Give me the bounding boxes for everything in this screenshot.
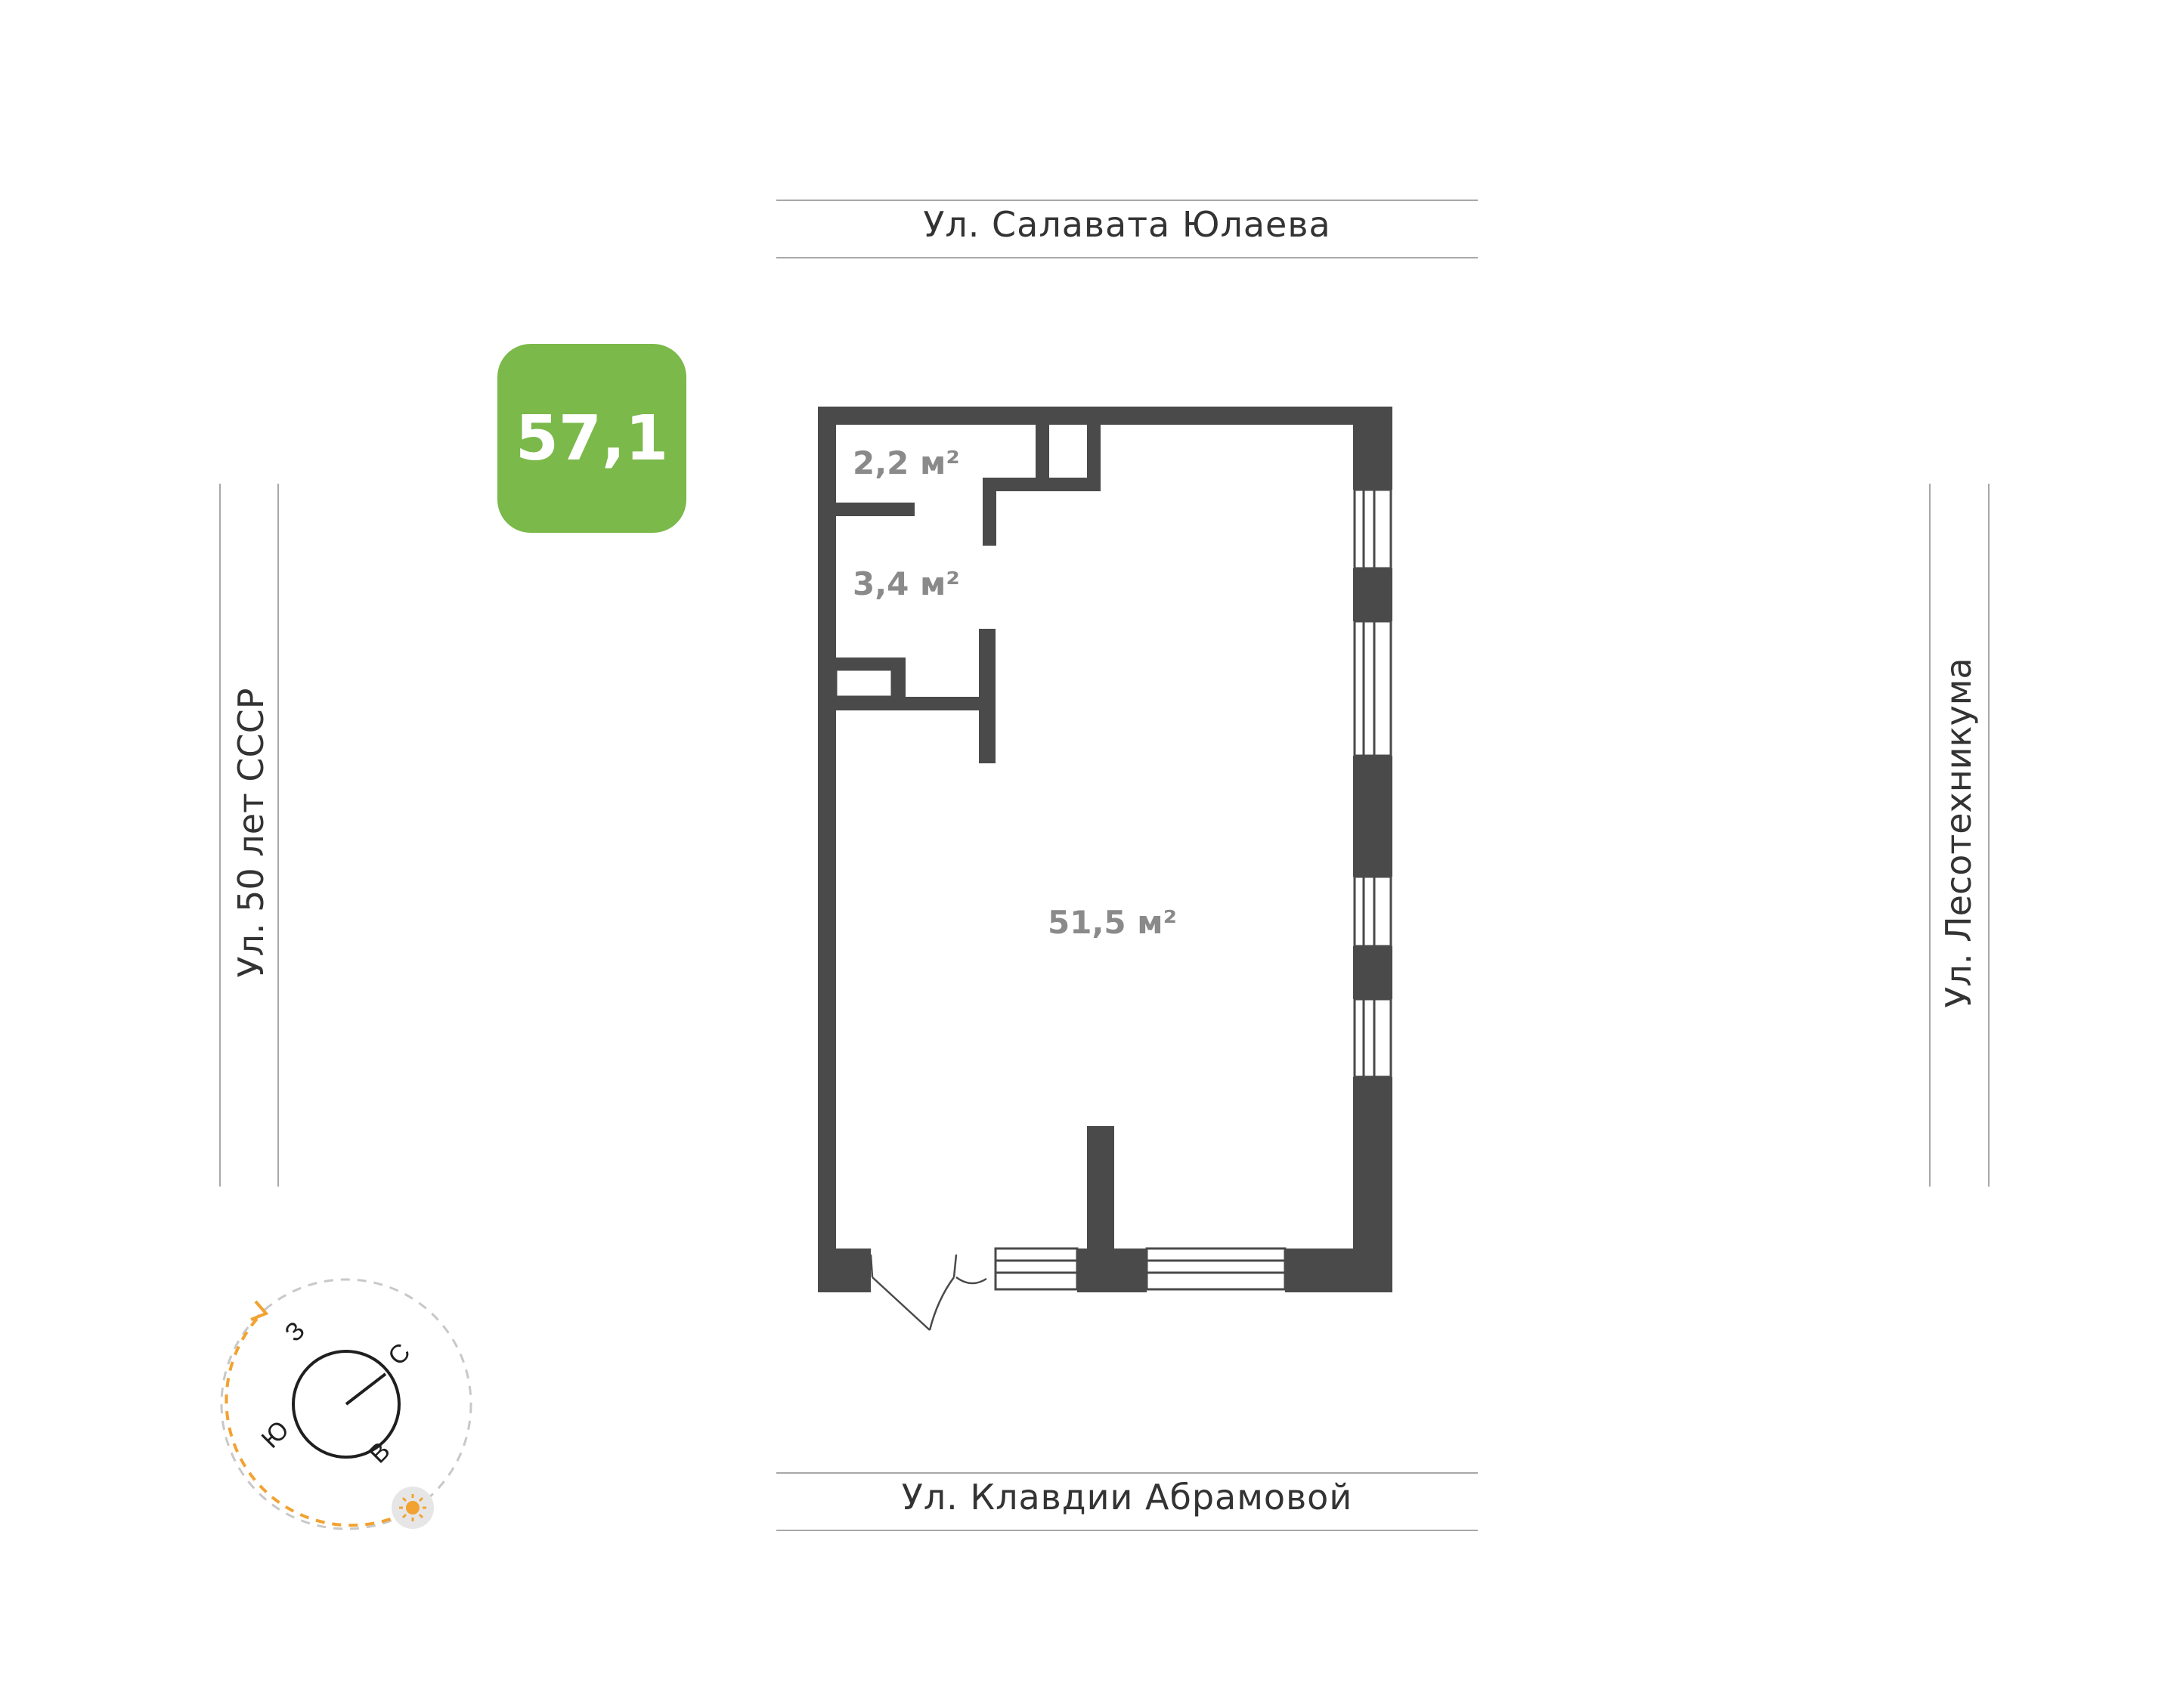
compass: З С В Ю bbox=[220, 1278, 472, 1530]
windows-bottom bbox=[994, 1247, 1287, 1291]
room-area-hall: 3,4 м² bbox=[853, 565, 960, 602]
compass-label-north: С bbox=[382, 1338, 416, 1371]
total-area-badge: 57,1 bbox=[497, 344, 686, 533]
wall-shaft-bottom bbox=[983, 478, 1101, 491]
wall-bottom-mid bbox=[1077, 1249, 1147, 1292]
sun-icon bbox=[399, 1494, 426, 1521]
wall-interior-pier bbox=[1087, 1126, 1114, 1255]
wall-right-pier-3 bbox=[1353, 946, 1392, 999]
closet-niche bbox=[835, 668, 893, 698]
street-north-line-bottom bbox=[776, 257, 1478, 258]
wall-lines bbox=[835, 668, 893, 698]
sun-path-arrow bbox=[250, 1300, 269, 1321]
room-area-main: 51,5 м² bbox=[1048, 904, 1177, 941]
wall-closet-top bbox=[836, 658, 906, 670]
street-north-line-top bbox=[776, 200, 1478, 201]
compass-label-west: З bbox=[280, 1317, 311, 1348]
window-right-2 bbox=[1353, 620, 1392, 757]
wall-bottom-left bbox=[818, 1249, 871, 1292]
wall-corridor bbox=[836, 697, 991, 710]
compass-needle bbox=[345, 1372, 387, 1406]
street-south-line-top bbox=[776, 1472, 1478, 1474]
compass-label-south: Ю bbox=[256, 1416, 295, 1454]
street-west-line-left bbox=[219, 484, 221, 1187]
room-area-bathroom: 2,2 м² bbox=[853, 444, 960, 481]
wall-partition-vertical-upper bbox=[983, 478, 996, 546]
street-south-label: Ул. Клавдии Абрамовой bbox=[901, 1477, 1353, 1518]
wall-shaft-right bbox=[1087, 416, 1101, 484]
street-west-line-right bbox=[277, 484, 279, 1187]
window-bottom-2 bbox=[1145, 1247, 1287, 1291]
wall-top bbox=[818, 407, 1392, 425]
wall-right-top bbox=[1353, 407, 1392, 490]
wall-closet-side bbox=[892, 658, 906, 703]
wall-bottom-right bbox=[1285, 1249, 1392, 1292]
wall-right-pier-2 bbox=[1353, 756, 1392, 877]
walls bbox=[818, 407, 1392, 1292]
wall-left bbox=[818, 407, 836, 1292]
wall-shaft-left bbox=[1036, 416, 1049, 484]
street-south-line-bottom bbox=[776, 1530, 1478, 1531]
sun-path-ring bbox=[220, 1278, 472, 1530]
wall-right-pier-1 bbox=[1353, 568, 1392, 621]
entry-door bbox=[869, 1254, 987, 1331]
street-east-line-left bbox=[1929, 484, 1931, 1187]
window-right-3 bbox=[1353, 875, 1392, 948]
window-right-1 bbox=[1353, 488, 1392, 570]
street-east-line-right bbox=[1988, 484, 1990, 1187]
windows-right bbox=[1353, 488, 1392, 1078]
wall-partition-vertical-lower bbox=[979, 629, 996, 763]
sun-path-arc bbox=[225, 1317, 409, 1527]
wall-wc-divider bbox=[836, 503, 915, 516]
street-north-label: Ул. Салавата Юлаева bbox=[923, 204, 1331, 245]
window-right-4 bbox=[1353, 998, 1392, 1078]
window-bottom-1 bbox=[994, 1247, 1079, 1291]
